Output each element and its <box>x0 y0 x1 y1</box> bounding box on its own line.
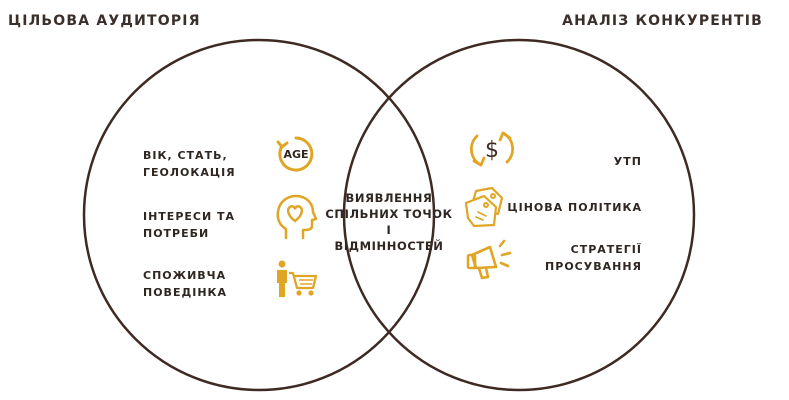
intersection-text: ВИЯВЛЕННЯ СПІЛЬНИХ ТОЧОК І ВІДМІННОСТЕЙ <box>325 191 453 253</box>
shopper-cart-icon <box>277 260 318 297</box>
dollar-sign-text: $ <box>485 138 499 163</box>
audience-item-interests: ІНТЕРЕСИ ТА ПОТРЕБИ <box>143 210 236 240</box>
age-icon-text: AGE <box>283 148 308 161</box>
target-audience-heading: ЦІЛЬОВА АУДИТОРІЯ <box>8 13 201 29</box>
age-icon: AGE <box>276 136 314 172</box>
competitor-item-pricing: ЦІНОВА ПОЛІТИКА <box>507 201 642 214</box>
competitor-item-promotion: СТРАТЕГІЇ ПРОСУВАННЯ <box>545 243 642 273</box>
megaphone-icon <box>466 239 512 280</box>
competitors-circle <box>342 38 696 392</box>
competitor-item-usp: УТП <box>613 155 642 168</box>
dollar-exchange-icon: $ <box>470 131 514 167</box>
price-tags-icon <box>464 186 504 228</box>
head-heart-icon <box>276 194 318 240</box>
audience-circle <box>82 38 436 392</box>
audience-item-demographics: ВІК, СТАТЬ, ГЕОЛОКАЦІЯ <box>143 149 236 179</box>
competitor-analysis-heading: АНАЛІЗ КОНКУРЕНТІВ <box>562 13 763 29</box>
audience-item-behavior: СПОЖИВЧА ПОВЕДІНКА <box>143 269 228 299</box>
